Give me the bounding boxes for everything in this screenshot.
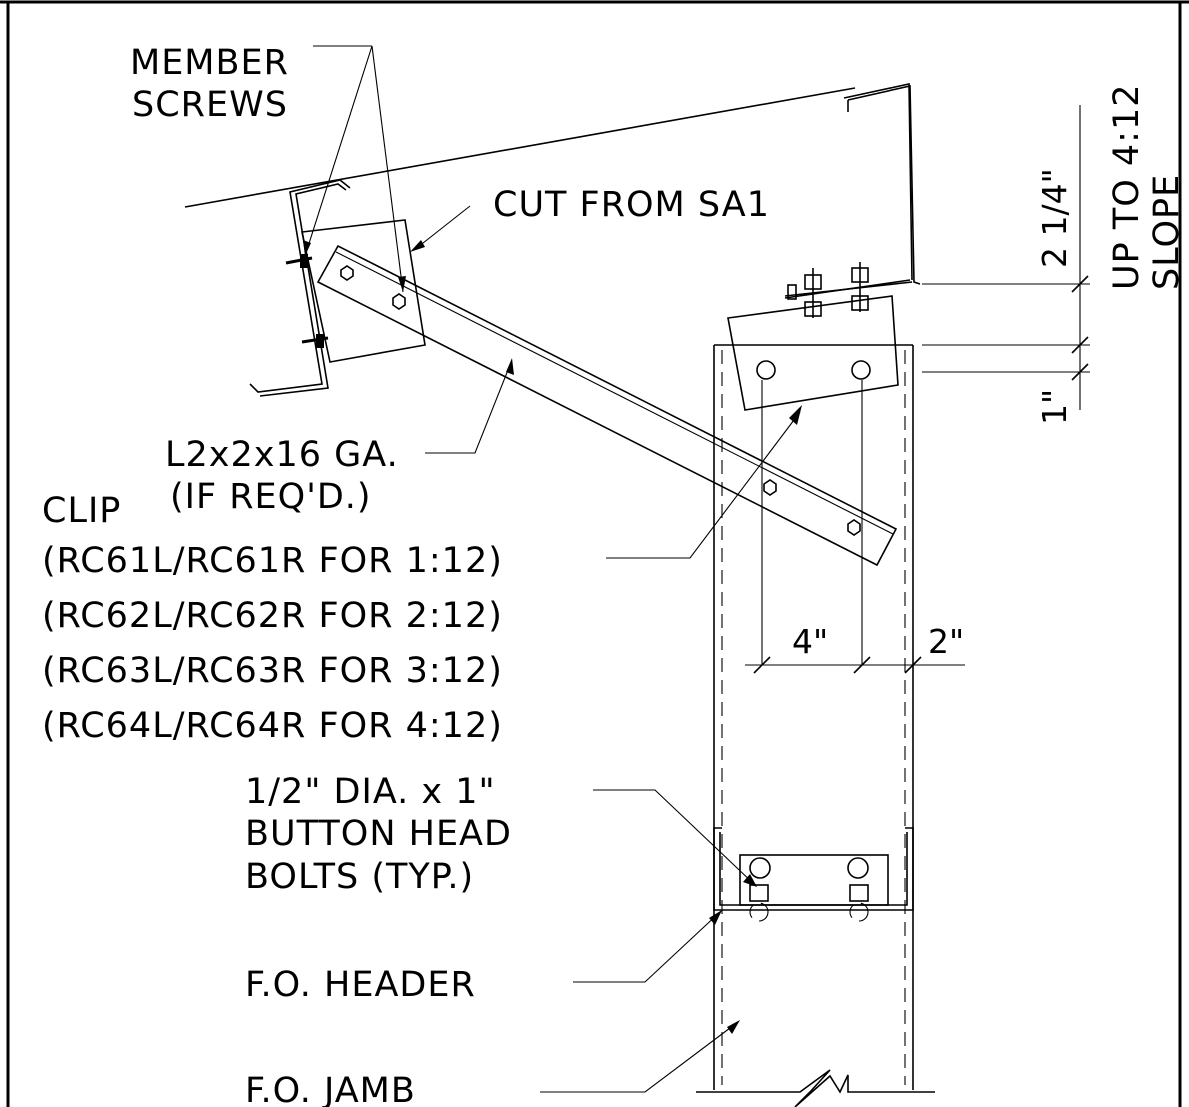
fo-jamb-column [713,344,914,1090]
bolts-label-2: BUTTON HEAD [245,814,512,854]
clip-option-2: (RC62L/RC62R FOR 2:12) [42,596,503,636]
eave-clip-plate [301,219,426,363]
roof-purlin-right [784,83,921,300]
leader-lines [303,45,802,1093]
fo-jamb-label: F.O. JAMB [245,1071,416,1107]
dim-2-inch: 2" [928,622,964,661]
member-screws [285,254,329,348]
member-screws-label-2: SCREWS [132,85,288,125]
bolts-label-3: BOLTS (TYP.) [245,857,474,897]
dim-4-inch: 4" [792,622,828,661]
eave-channel-left [249,179,351,397]
dim-2-1-4-inch: 2 1/4" [1035,168,1074,268]
member-screws-label-1: MEMBER [130,43,289,83]
break-line [696,1069,935,1107]
dim-1-inch: 1" [1035,389,1074,425]
column-top-clip [727,262,899,411]
clip-label: CLIP [42,491,121,531]
clip-option-1: (RC61L/RC61R FOR 1:12) [42,541,503,581]
dimension-lines [745,105,1090,674]
roof-slope-line [184,87,856,208]
fo-header-label: F.O. HEADER [245,965,476,1005]
slope-label-2: SLOPE [1147,174,1187,290]
clip-option-3: (RC63L/RC63R FOR 3:12) [42,651,503,691]
slope-label-1: UP TO 4:12 [1107,84,1147,291]
clip-option-4: (RC64L/RC64R FOR 4:12) [42,706,503,746]
angle-label: L2x2x16 GA. [165,435,399,475]
diagonal-brace [316,244,898,567]
cut-from-label: CUT FROM SA1 [493,185,770,225]
bolts-label-1: 1/2" DIA. x 1" [245,772,496,812]
if-reqd-label: (IF REQ'D.) [170,477,372,517]
fo-header [713,827,914,922]
